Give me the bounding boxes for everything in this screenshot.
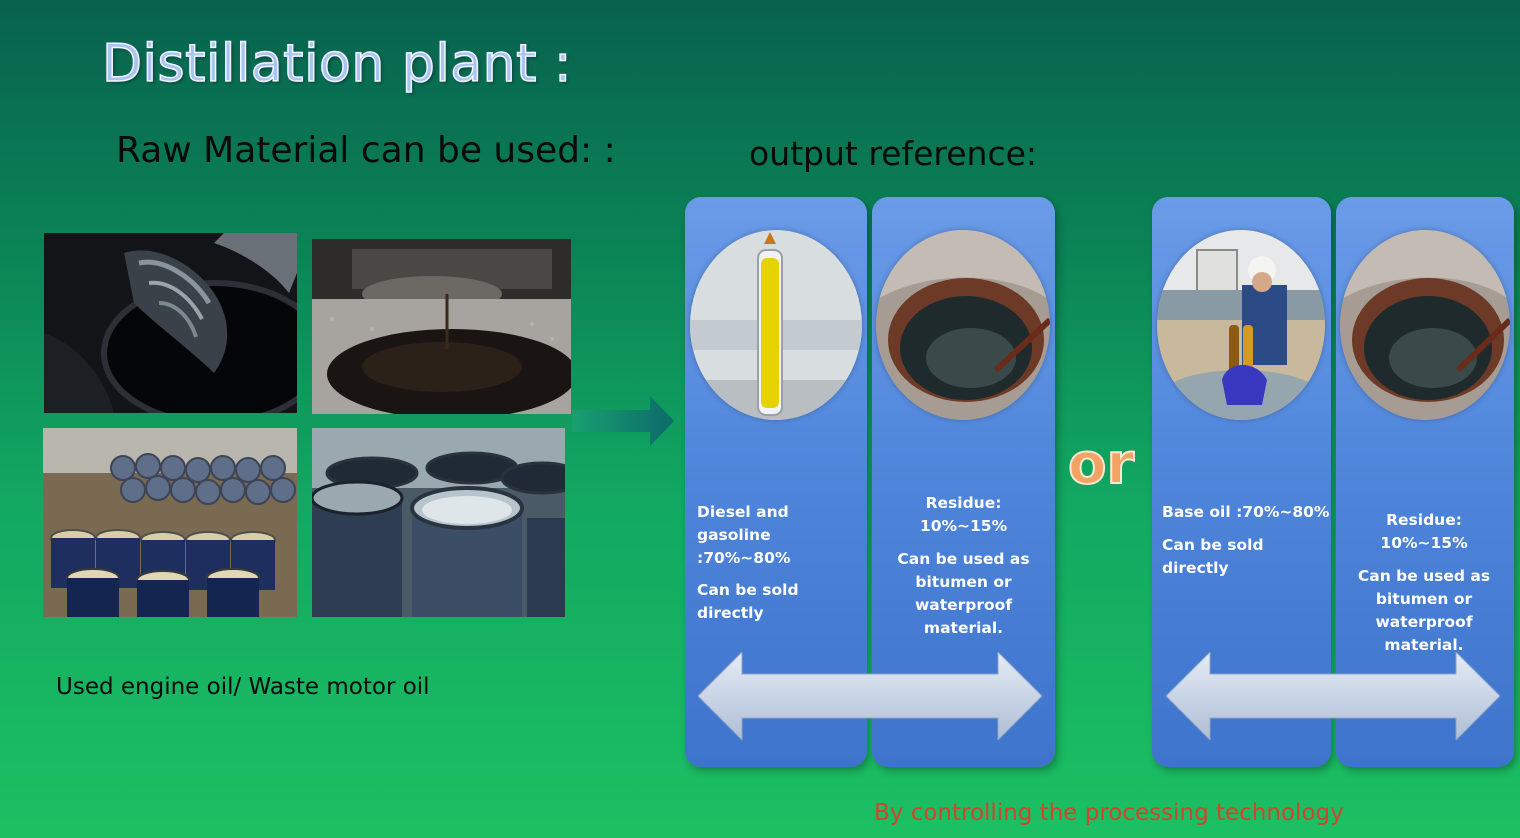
residue-a-use: Can be used as bitumen or waterproof mat… (897, 550, 1030, 637)
double-arrow-b-icon (1166, 652, 1500, 740)
or-separator: or (1067, 431, 1135, 498)
photo-oil-drain (312, 239, 571, 414)
panel-residue-a: Residue: 10%~15% Can be used as bitumen … (872, 197, 1055, 767)
photo-oily-hand (44, 233, 297, 413)
double-arrow-a-icon (698, 652, 1042, 740)
photo-residue-drum-b (1340, 230, 1510, 420)
base-oil-yield: Base oil :70%~80% (1162, 503, 1330, 521)
panel-base-oil: Base oil :70%~80% Can be sold directly (1152, 197, 1331, 767)
panel-diesel-gasoline: Diesel and gasoline :70%~80% Can be sold… (685, 197, 867, 767)
residue-b-use: Can be used as bitumen or waterproof mat… (1357, 567, 1491, 654)
flow-arrow-icon (572, 396, 674, 446)
photo-oil-barrels-yard (43, 428, 297, 617)
raw-material-caption: Used engine oil/ Waste motor oil (56, 674, 430, 700)
diesel-sale-note: Can be sold directly (697, 581, 799, 622)
panel-residue-b: Residue: 10%~15% Can be used as bitumen … (1336, 197, 1514, 767)
residue-a-yield: Residue: 10%~15% (919, 494, 1008, 535)
residue-b-yield: Residue: 10%~15% (1380, 511, 1468, 552)
photo-diesel-tube (690, 230, 862, 420)
slide-title: Distillation plant : (101, 33, 573, 95)
output-reference-label: output reference: (749, 134, 1038, 173)
diesel-gasoline-yield: Diesel and gasoline :70%~80% (697, 503, 791, 567)
raw-material-label: Raw Material can be used: : (116, 130, 616, 171)
photo-residue-drum (876, 230, 1050, 420)
processing-footnote: By controlling the processing technology (874, 800, 1344, 826)
photo-oil-drums-closeup (312, 428, 565, 617)
photo-base-oil-sample (1157, 230, 1325, 420)
base-oil-sale-note: Can be sold directly (1162, 536, 1264, 577)
